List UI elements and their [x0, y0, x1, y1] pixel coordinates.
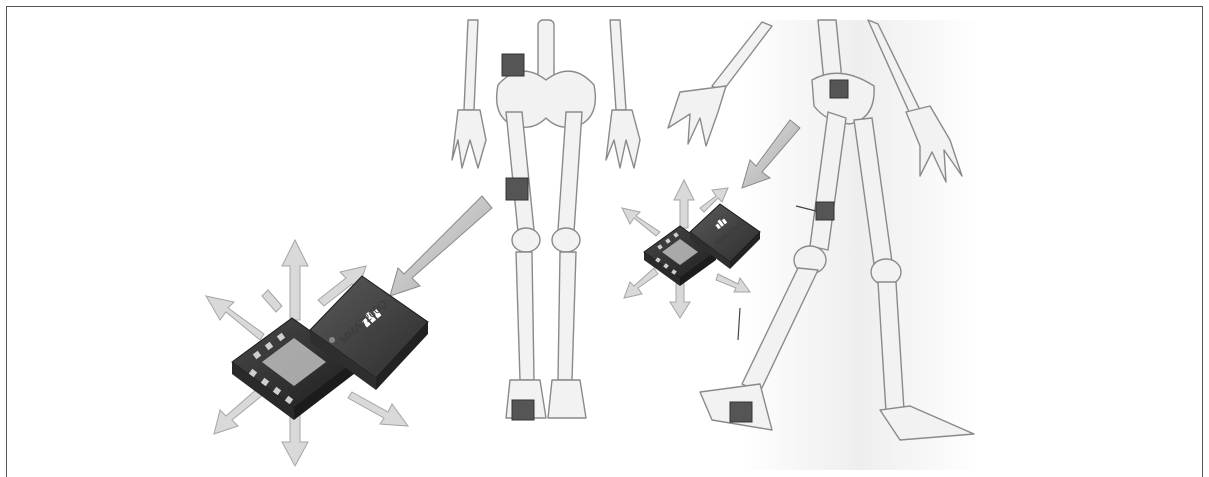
accelerometer-chip-large: MMA7260Q [206, 240, 428, 466]
sensor-marker-foot-front [512, 400, 534, 420]
sensor-marker-waist-front [502, 54, 524, 76]
sensor-marker-thigh-walk [816, 202, 834, 220]
skeleton-front [452, 20, 640, 418]
accelerometer-chip-small: MMA7260Q [622, 180, 760, 318]
sensor-marker-hip-walk [830, 80, 848, 98]
sensor-marker-foot-walk [730, 402, 752, 422]
sensor-marker-thigh-front [506, 178, 528, 200]
pointer-arrow-front [390, 196, 492, 296]
